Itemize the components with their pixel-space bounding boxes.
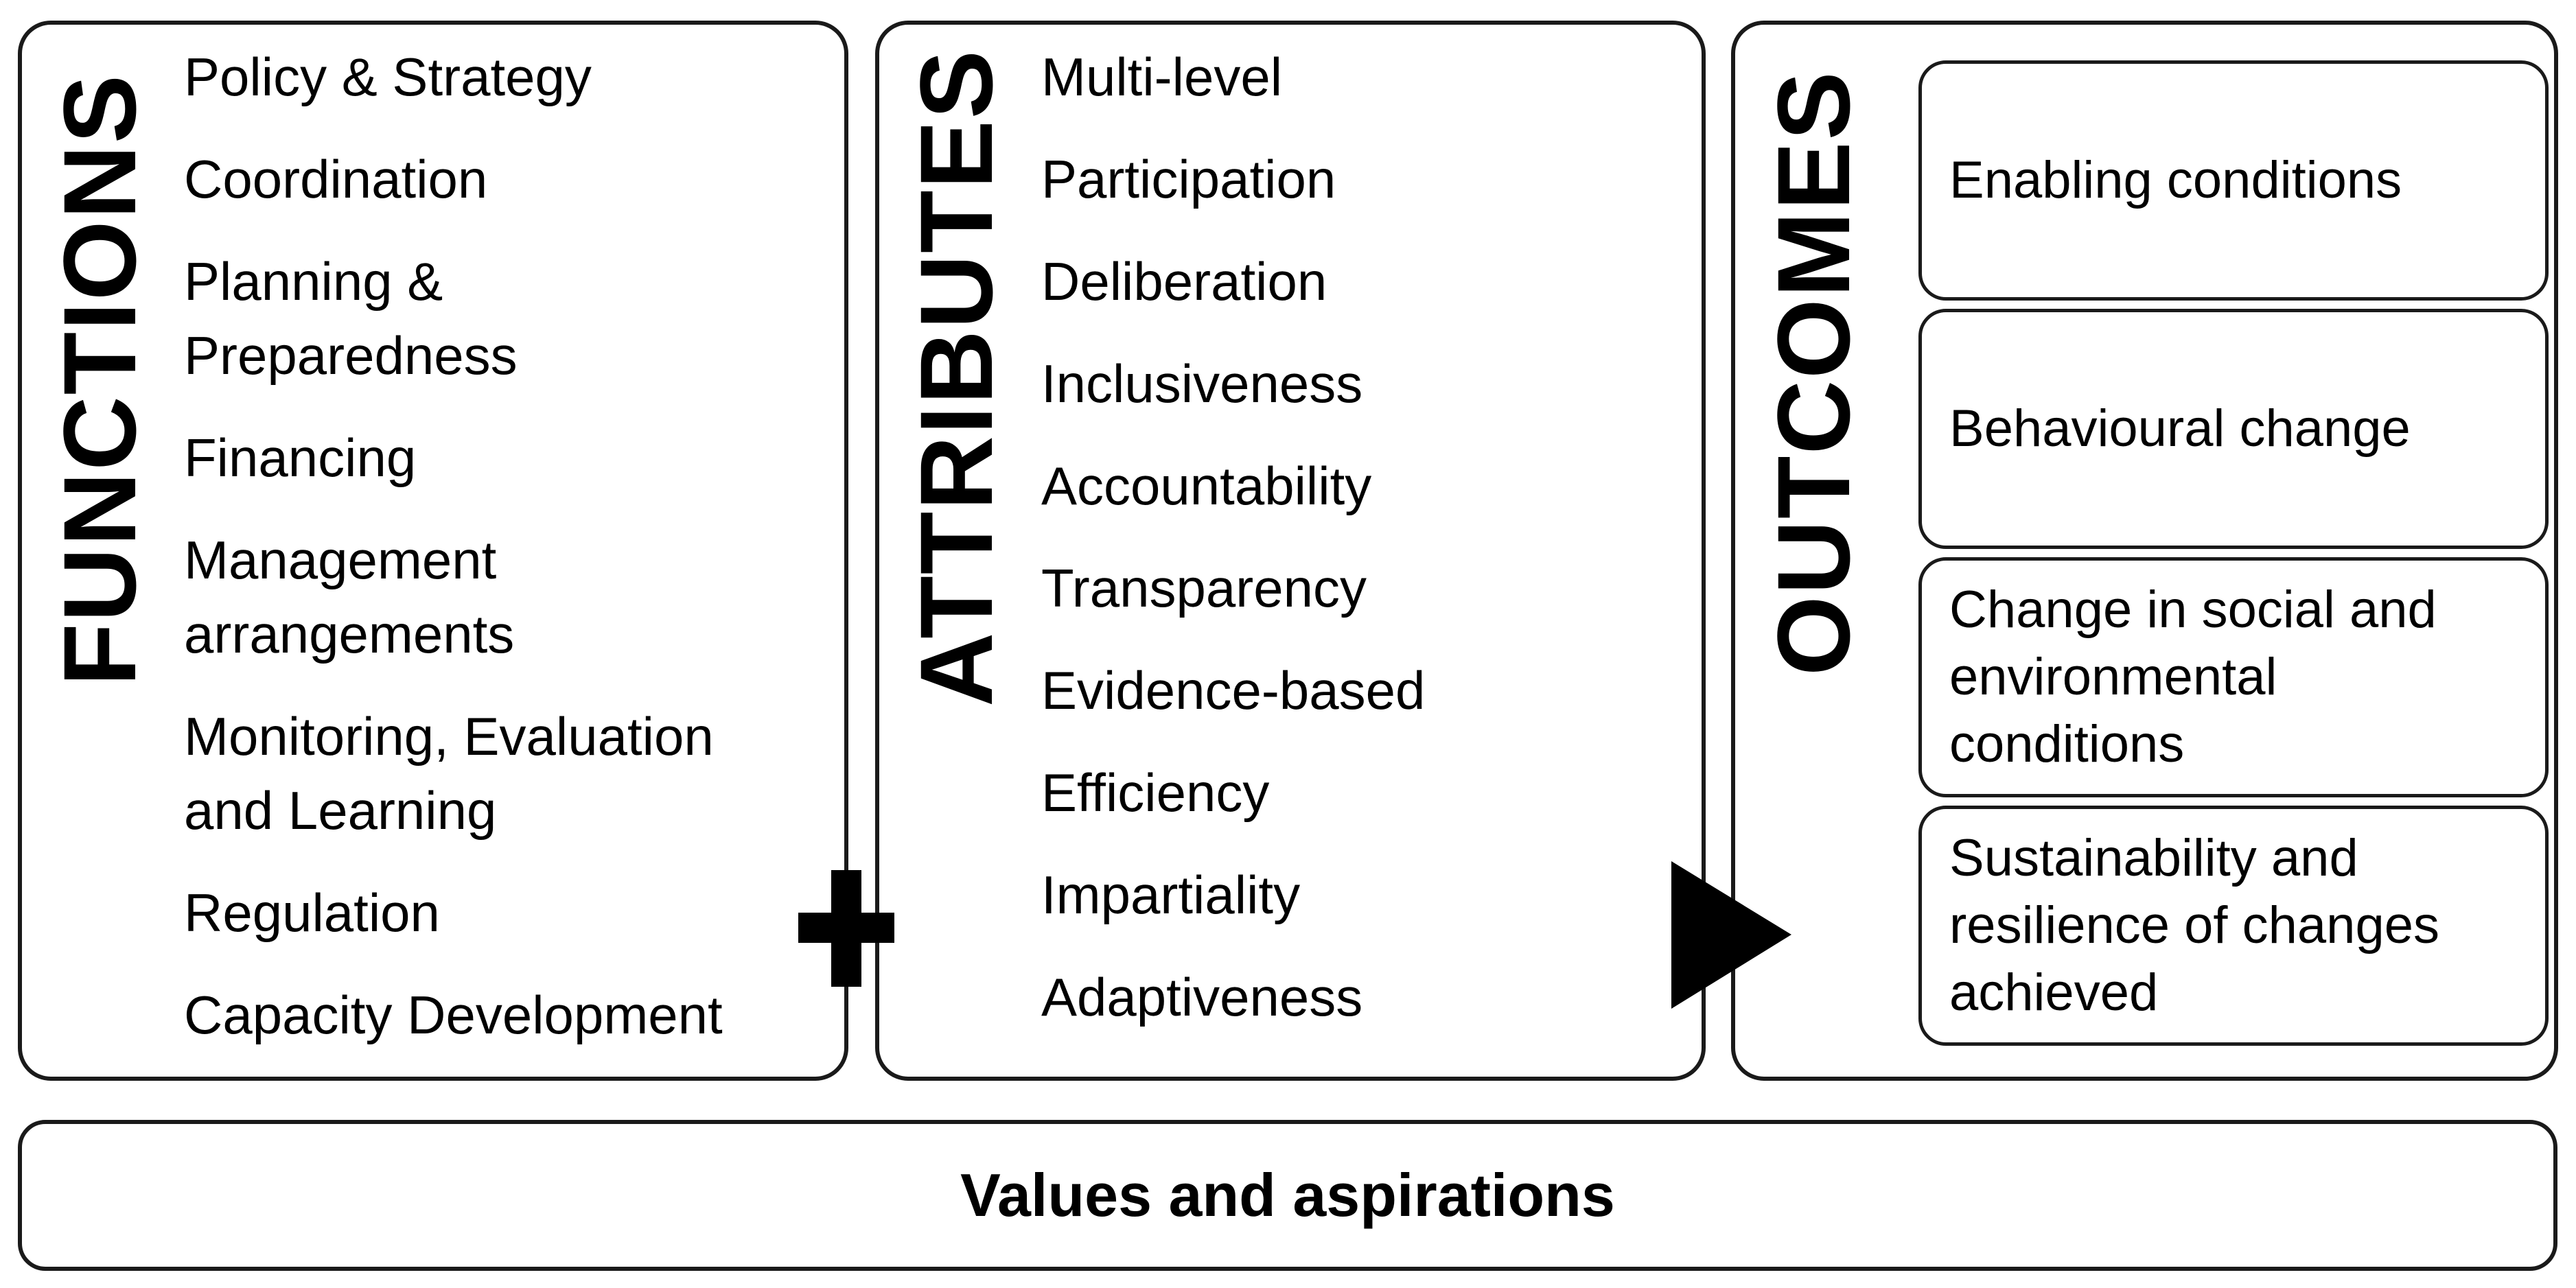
attribute-item: Deliberation <box>1041 251 1327 312</box>
function-item: Regulation <box>184 882 440 943</box>
functions-list: Policy & Strategy Coordination Planning … <box>184 40 815 1080</box>
function-item: Financing <box>184 428 417 488</box>
outcome-label: Sustainability and resilience of changes… <box>1949 829 2439 1022</box>
function-item: Management arrangements <box>184 530 515 664</box>
attributes-list: Multi-level Participation Deliberation I… <box>1041 40 1659 1062</box>
attribute-item: Impartiality <box>1041 865 1301 925</box>
function-item: Planning & Preparedness <box>184 251 518 386</box>
outcome-label: Enabling conditions <box>1949 151 2402 209</box>
function-item: Coordination <box>184 149 488 209</box>
attribute-item: Efficiency <box>1041 762 1270 823</box>
attributes-panel <box>875 21 1706 1081</box>
outcome-box-social-environmental-change: Change in social and environmental condi… <box>1918 557 2549 797</box>
plus-icon <box>798 870 894 987</box>
functions-title: FUNCTIONS <box>42 73 157 686</box>
outcomes-title: OUTCOMES <box>1756 70 1871 676</box>
values-panel: Values and aspirations <box>18 1120 2557 1271</box>
function-item: Monitoring, Evaluation and Learning <box>184 706 714 841</box>
attribute-item: Accountability <box>1041 456 1372 516</box>
attribute-item: Participation <box>1041 149 1336 209</box>
attribute-item: Evidence-based <box>1041 660 1426 721</box>
arrow-right-icon <box>1671 861 1791 1009</box>
functions-panel <box>18 21 848 1081</box>
outcome-box-sustainability-resilience: Sustainability and resilience of changes… <box>1918 806 2549 1046</box>
outcome-box-enabling-conditions: Enabling conditions <box>1918 60 2549 301</box>
outcome-label: Behavioural change <box>1949 399 2411 458</box>
attribute-item: Multi-level <box>1041 47 1283 107</box>
attribute-item: Adaptiveness <box>1041 967 1363 1027</box>
attributes-title: ATTRIBUTES <box>898 49 1014 707</box>
values-label: Values and aspirations <box>960 1161 1615 1229</box>
function-item: Policy & Strategy <box>184 47 592 107</box>
attribute-item: Transparency <box>1041 558 1367 618</box>
outcome-box-behavioural-change: Behavioural change <box>1918 309 2549 549</box>
function-item: Capacity Development <box>184 985 723 1045</box>
attribute-item: Inclusiveness <box>1041 353 1363 414</box>
outcome-label: Change in social and environmental condi… <box>1949 581 2437 773</box>
